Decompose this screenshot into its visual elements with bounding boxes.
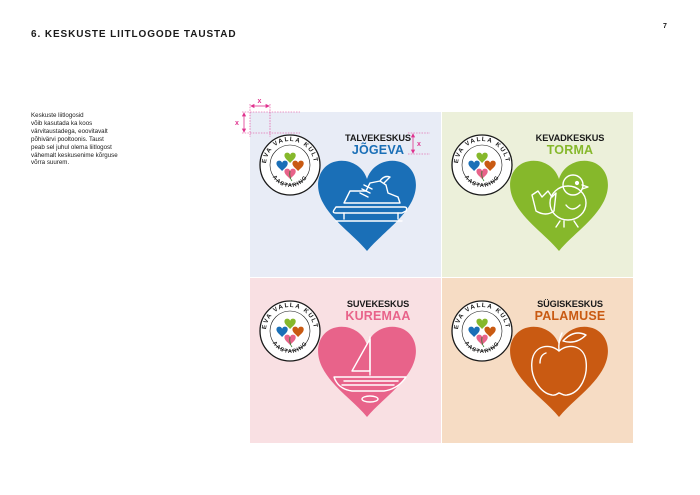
panel-autumn: JÕGEVA VALLA KULTUUR AASTARING SÜGISKESK… <box>442 278 633 443</box>
boat-icon <box>318 326 416 417</box>
panel-summer: JÕGEVA VALLA KULTUUR AASTARING SUVEKESKU… <box>250 278 441 443</box>
badge-logo: JÕGEVA VALLA KULTUUR AASTARING <box>450 299 513 362</box>
center-name: JÕGEVA <box>351 143 405 157</box>
center-label: KEVADKESKUS <box>535 133 605 143</box>
center-label: SUVEKESKUS <box>346 299 410 309</box>
badge-logo: JÕGEVA VALLA KULTUUR AASTARING <box>450 133 513 196</box>
guide-x-label: x <box>258 98 262 105</box>
skate-icon <box>318 160 416 251</box>
badge-logo: JÕGEVA VALLA KULTUUR AASTARING <box>258 299 321 362</box>
chick-icon <box>510 160 608 251</box>
center-label: TALVEKESKUS <box>345 133 411 143</box>
section-title: 6. KESKUSTE LIITLOGODE TAUSTAD <box>31 29 237 40</box>
description-text: Keskuste liitlogosid võib kasutada ka ko… <box>31 112 118 167</box>
panel-spring: JÕGEVA VALLA KULTUUR AASTARING KEVADKESK… <box>442 112 633 277</box>
center-name: TORMA <box>546 143 594 157</box>
guide-x-label: x <box>235 120 239 127</box>
badge-logo: JÕGEVA VALLA KULTUUR AASTARING <box>258 133 321 196</box>
center-name: KUREMAA <box>345 309 411 323</box>
panel-winter: JÕGEVA VALLA KULTUUR AASTARING TALVEKESK… <box>250 112 441 277</box>
center-label: SÜGISKESKUS <box>537 299 603 309</box>
apple-icon <box>510 326 608 417</box>
page-number: 7 <box>663 23 667 30</box>
center-name: PALAMUSE <box>534 309 606 323</box>
